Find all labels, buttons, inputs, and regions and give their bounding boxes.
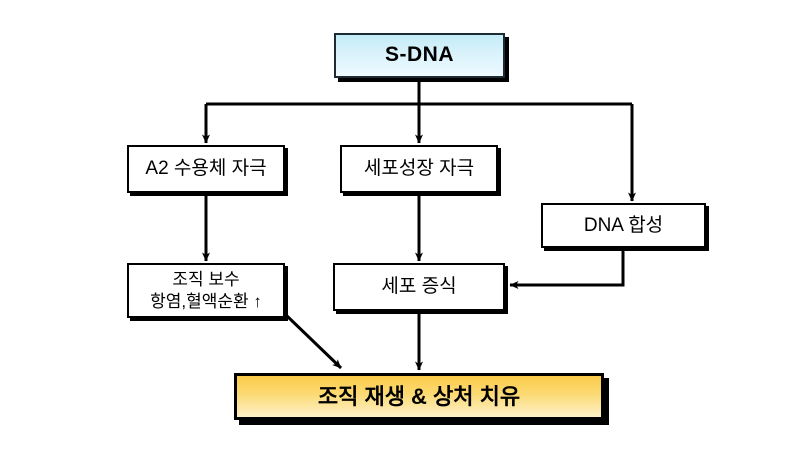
node-dna-synthesis[interactable]: DNA 합성 — [541, 203, 706, 248]
node-result[interactable]: 조직 재생 & 상처 치유 — [234, 373, 604, 420]
node-cell-growth-label: 세포성장 자극 — [363, 158, 475, 180]
node-a2-receptor-label: A2 수용체 자극 — [145, 158, 267, 180]
node-tissue-repair-label-line2: 항염,혈액순환 ↑ — [150, 291, 262, 311]
node-tissue-repair[interactable]: 조직 보수 항염,혈액순환 ↑ — [127, 263, 285, 318]
edge-tissue-repair-to-result — [285, 314, 343, 370]
node-cell-proliferation[interactable]: 세포 증식 — [333, 263, 505, 311]
node-tissue-repair-label-line1: 조직 보수 — [172, 270, 240, 290]
node-s-dna-label: S-DNA — [385, 43, 454, 67]
node-result-label: 조직 재생 & 상처 치유 — [317, 383, 521, 409]
node-a2-receptor[interactable]: A2 수용체 자극 — [127, 145, 285, 193]
node-cell-growth[interactable]: 세포성장 자극 — [340, 145, 498, 193]
node-cell-proliferation-label: 세포 증식 — [381, 276, 457, 298]
edge-dna-synthesis-to-cell-proliferation — [509, 248, 625, 289]
node-s-dna[interactable]: S-DNA — [334, 33, 505, 78]
node-dna-synthesis-label: DNA 합성 — [583, 214, 664, 236]
